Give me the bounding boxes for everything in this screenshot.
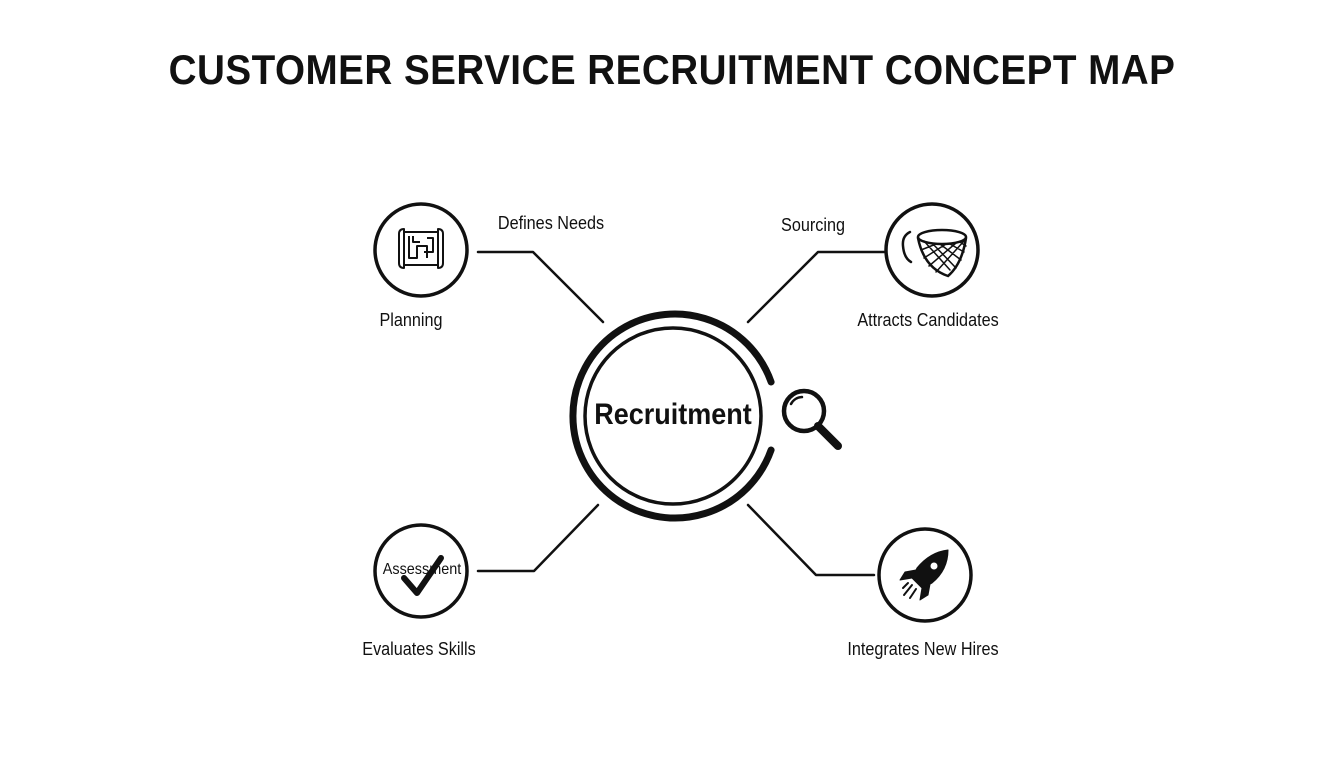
node-assessment[interactable] bbox=[373, 523, 469, 619]
magnifying-glass-icon bbox=[781, 388, 842, 450]
link-label-sourcing: Sourcing bbox=[781, 215, 845, 235]
node-onboarding[interactable] bbox=[877, 527, 973, 623]
center-label: Recruitment bbox=[594, 398, 752, 431]
fishing-net-icon bbox=[901, 228, 968, 278]
node-label-integrates-new-hires: Integrates New Hires bbox=[847, 639, 999, 659]
node-planning[interactable] bbox=[373, 202, 469, 298]
node-assessment-circle bbox=[373, 523, 469, 619]
node-sourcing[interactable] bbox=[884, 202, 980, 298]
connector-lines bbox=[476, 250, 886, 577]
connector-assessment bbox=[476, 503, 600, 573]
checkmark-icon bbox=[401, 555, 444, 596]
connector-onboarding bbox=[746, 503, 876, 577]
node-label-attracts-candidates: Attracts Candidates bbox=[857, 310, 999, 330]
connector-sourcing bbox=[746, 250, 886, 324]
connector-planning bbox=[476, 250, 605, 324]
node-label-planning: Planning bbox=[379, 310, 443, 330]
center-node[interactable] bbox=[569, 310, 775, 522]
node-inner-label-assessment: Assessment bbox=[382, 561, 462, 578]
page-title: CUSTOMER SERVICE RECRUITMENT CONCEPT MAP bbox=[168, 46, 1176, 93]
node-label-evaluates-skills: Evaluates Skills bbox=[362, 639, 476, 659]
rocket-icon bbox=[899, 549, 949, 601]
center-inner-ring bbox=[583, 326, 763, 506]
link-label-defines-needs: Defines Needs bbox=[497, 213, 605, 233]
center-outer-ring bbox=[569, 310, 775, 522]
node-planning-circle bbox=[373, 202, 469, 298]
blueprint-icon bbox=[398, 228, 444, 269]
